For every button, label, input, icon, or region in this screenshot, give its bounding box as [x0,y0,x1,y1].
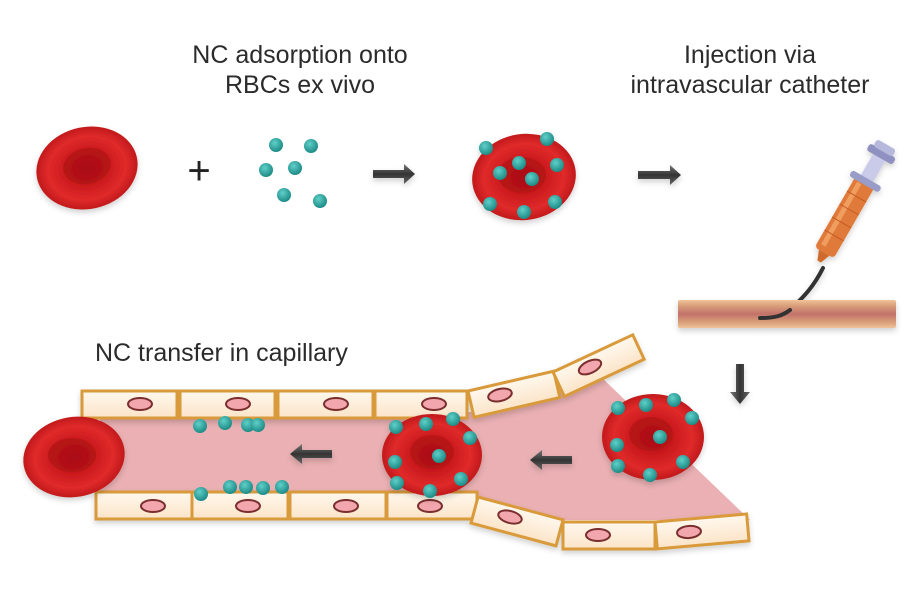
endothelial-cells-top [80,332,647,420]
arrow-left-icon [290,444,332,464]
step3-label: NC transfer in capillary [95,339,348,367]
step1-label: NC adsorption onto RBCs ex vivo [150,40,450,100]
arrow-down-icon [730,364,750,404]
syringe-icon [750,140,896,320]
nanocarrier-cluster-icon [259,138,327,208]
red-blood-cell-icon [23,416,125,498]
nc-loaded-rbc-icon [382,412,482,498]
nc-loaded-rbc-icon [602,393,704,482]
plus-sign: + [187,149,210,193]
blood-vessel-icon [678,300,896,328]
step1-label-line2: RBCs ex vivo [224,71,376,99]
endothelial-cells-bottom [94,490,751,551]
step2-label-line1: Injection via [683,41,817,69]
arrow-left-icon [530,450,572,470]
red-blood-cell-icon [36,126,138,210]
arrow-right-icon [638,165,681,185]
step2-label: Injection via intravascular catheter [580,40,918,100]
step1-label-line1: NC adsorption onto [192,41,408,69]
step2-label-line2: intravascular catheter [630,71,870,99]
nc-loaded-rbc-icon [472,132,576,221]
arrow-right-icon [373,164,415,184]
